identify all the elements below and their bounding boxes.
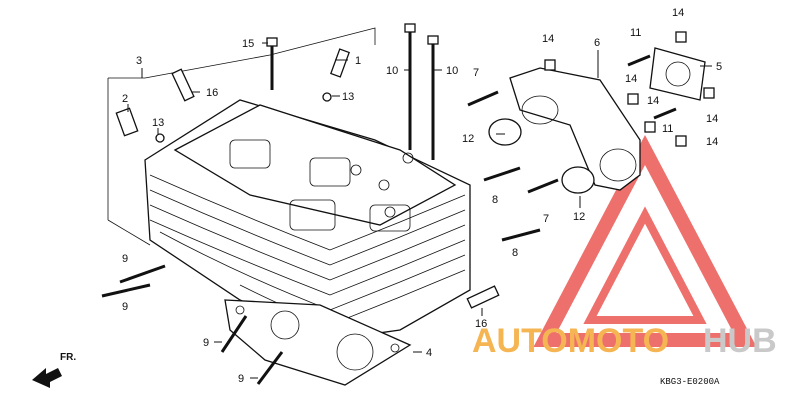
callout-12-upper: 12: [462, 133, 474, 145]
o-ring-small-top: [322, 92, 332, 102]
callout-10-left: 10: [386, 65, 398, 77]
stud-7-lower: [527, 178, 559, 194]
callout-9-c: 9: [203, 337, 209, 349]
callout-8-upper: 8: [492, 194, 498, 206]
front-arrow-label: FR.: [60, 352, 76, 363]
callout-16-upper: 16: [206, 87, 218, 99]
nut-14: [544, 31, 715, 147]
spark-plug-upper: [171, 68, 195, 102]
stud-9-d: [256, 351, 284, 385]
stud-11-lower: [653, 107, 677, 120]
spark-plug-lower: [466, 285, 500, 309]
stud-9-b: [101, 283, 151, 298]
diagram-code: KBG3-E0200A: [660, 377, 720, 387]
assembly-bracket: [108, 27, 376, 79]
callout-13-left: 13: [152, 117, 164, 129]
callout-1: 1: [355, 55, 361, 67]
assembly-bracket-foot: [107, 219, 151, 246]
callout-14-f: 14: [706, 136, 718, 148]
head-gasket: [224, 299, 412, 386]
callout-14-d: 14: [647, 95, 659, 107]
watermark-text-part2: HUB: [703, 322, 777, 360]
intake-manifold: [509, 67, 641, 191]
watermark-text-part1: AUTOMOTO: [472, 322, 669, 360]
stud-8-lower: [501, 228, 541, 242]
callout-7-upper: 7: [473, 67, 479, 79]
callout-4: 4: [426, 347, 432, 359]
leader-lines: [127, 42, 712, 379]
callout-14-c: 14: [625, 73, 637, 85]
callout-8-lower: 8: [512, 247, 518, 259]
callout-9-b: 9: [122, 301, 128, 313]
stud-7-upper: [467, 90, 499, 107]
callout-3: 3: [136, 55, 142, 67]
callout-14-e: 14: [706, 113, 718, 125]
front-arrow: FR.: [32, 352, 76, 388]
watermark: AUTOMOTO HUB: [472, 322, 777, 360]
o-ring-small-left: [155, 133, 165, 143]
callout-14-a: 14: [542, 33, 554, 45]
callout-6: 6: [594, 37, 600, 49]
dowel-pipe: [115, 107, 139, 137]
stud-9-a: [119, 264, 166, 284]
callout-9-a: 9: [122, 253, 128, 265]
watermark-triangle-icon: [533, 134, 757, 347]
callout-11-upper: 11: [630, 27, 641, 39]
stud-9-c: [220, 315, 248, 353]
callout-2: 2: [122, 93, 128, 105]
callout-16-lower: 16: [475, 318, 487, 330]
callout-10-right: 10: [446, 65, 458, 77]
callout-labels: 1 2 3 4 5 6 7 7 8 8 9 9 9 9 10 10 11 11 …: [122, 7, 722, 385]
callout-13-top: 13: [342, 91, 354, 103]
flange-gasket: [649, 47, 706, 101]
callout-9-d: 9: [238, 373, 244, 385]
o-ring-lower: [561, 166, 595, 194]
callout-14-b: 14: [672, 7, 684, 19]
stud-8-upper: [483, 166, 521, 182]
o-ring-upper: [488, 118, 522, 146]
pipe-joint: [330, 48, 350, 78]
stud-11-upper: [627, 54, 651, 67]
callout-5: 5: [716, 61, 722, 73]
callout-15: 15: [242, 38, 254, 50]
callout-11-lower: 11: [662, 123, 673, 135]
callout-12-lower: 12: [573, 211, 585, 223]
bolt-15: [266, 37, 278, 90]
head-bolt-long: [404, 23, 439, 160]
callout-7-lower: 7: [543, 213, 549, 225]
front-arrow-icon: [32, 368, 62, 388]
